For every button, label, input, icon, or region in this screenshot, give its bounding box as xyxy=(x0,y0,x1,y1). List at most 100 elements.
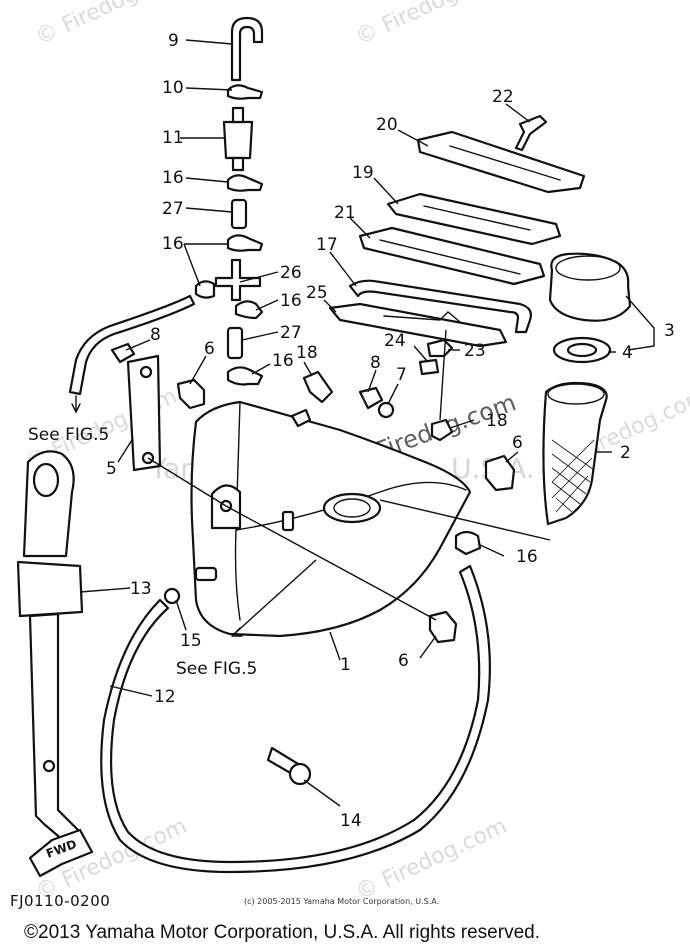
callout-4: 4 xyxy=(622,343,633,363)
arrow-see-fig-lower xyxy=(231,627,243,637)
callout-10: 10 xyxy=(162,78,184,98)
tie-bracket-tank xyxy=(147,457,227,507)
footer: FJ0110-0200 (c) 2005-2015 Yamaha Motor C… xyxy=(10,892,540,943)
leader-25 xyxy=(323,299,337,313)
leader-6c xyxy=(419,635,437,659)
callout-8b: 8 xyxy=(370,353,381,373)
grommet-24 xyxy=(418,358,440,376)
callout-3: 3 xyxy=(664,321,675,341)
callout-7: 7 xyxy=(396,365,407,385)
callout-1: 1 xyxy=(340,655,351,675)
callout-26: 26 xyxy=(280,263,302,283)
leader-16a xyxy=(185,177,229,183)
callout-25: 25 xyxy=(306,283,328,303)
leader-14 xyxy=(303,779,341,807)
tie-cover-tank xyxy=(439,329,447,421)
filter-11 xyxy=(222,120,254,160)
callout-12: 12 xyxy=(154,687,176,707)
cap-3 xyxy=(548,252,632,322)
clip-16-mid xyxy=(226,234,264,252)
tank-filler-inner xyxy=(333,498,371,518)
small-fittings xyxy=(290,370,516,644)
filler-assembly xyxy=(542,252,632,526)
see-fig-lower: See FIG.5 xyxy=(176,659,257,679)
watermark-site-2: © Firedog.com xyxy=(352,0,511,50)
bolt-6-left xyxy=(176,378,206,410)
callout-21: 21 xyxy=(334,203,356,223)
clamp-14-loop xyxy=(288,762,312,786)
filler-2-rim xyxy=(547,383,605,405)
hose-27-upper xyxy=(230,198,248,230)
clip-16-upper xyxy=(226,174,264,192)
tie-filler xyxy=(379,499,551,541)
washer-8-right xyxy=(358,386,384,410)
tie-see-fig-lower xyxy=(231,559,317,637)
leader-21 xyxy=(349,217,371,239)
leader-8 xyxy=(125,339,151,351)
callout-24: 24 xyxy=(384,331,406,351)
bracket-25-detail xyxy=(383,311,461,323)
leader-10 xyxy=(185,87,233,91)
leader-16e xyxy=(477,543,505,557)
leader-16b xyxy=(183,243,228,287)
callout-6a: 6 xyxy=(204,339,215,359)
fwd-arrow-shape xyxy=(28,828,94,878)
callout-6c: 6 xyxy=(398,651,409,671)
filter-11-bottom xyxy=(231,156,245,172)
leader-13 xyxy=(79,587,131,593)
cap-3-top xyxy=(555,255,621,281)
watermark-site-5: © Firedog.com xyxy=(352,814,511,906)
leader-3 xyxy=(625,295,655,351)
fuel-hose-12 xyxy=(100,564,491,874)
callout-13: 13 xyxy=(130,579,152,599)
footer-credit: (c) 2005-2015 Yamaha Motor Corporation, … xyxy=(244,897,439,906)
vent-hose xyxy=(68,294,196,396)
leader-26 xyxy=(239,271,279,283)
leader-27a xyxy=(185,207,233,213)
callout-16c: 16 xyxy=(280,291,302,311)
callout-16e: 16 xyxy=(516,547,538,567)
footer-copyright: ©2013 Yamaha Motor Corporation, U.S.A. A… xyxy=(24,922,540,943)
callout-27b: 27 xyxy=(280,323,302,343)
screw-22 xyxy=(514,114,548,152)
clip-18-right xyxy=(430,418,454,442)
leader-20 xyxy=(397,129,429,147)
washer-7 xyxy=(377,401,395,419)
leader-16d xyxy=(251,363,271,375)
callout-23: 23 xyxy=(464,341,486,361)
leader-7 xyxy=(387,383,399,405)
upper-hose-assembly xyxy=(68,16,264,414)
callout-20: 20 xyxy=(376,115,398,135)
strap-17 xyxy=(348,279,532,334)
bracket-13-hole xyxy=(32,462,60,498)
bracket-13-clamp xyxy=(16,560,84,618)
hose-12 xyxy=(100,564,491,874)
filter-11-top xyxy=(231,106,245,124)
diagram-code: FJ0110-0200 xyxy=(10,892,110,910)
arrow-see-fig-upper xyxy=(71,395,81,414)
leader-6a xyxy=(189,355,207,385)
leader-17 xyxy=(329,251,357,287)
leader-12 xyxy=(109,685,153,697)
leader-24 xyxy=(413,345,429,363)
leader-22 xyxy=(505,103,531,123)
callout-16a: 16 xyxy=(162,168,184,188)
fwd-arrow: FWD xyxy=(28,828,94,878)
leader-5 xyxy=(117,439,133,463)
leader-18b xyxy=(449,419,475,429)
leader-27b xyxy=(241,331,279,341)
bracket-5-hole-top xyxy=(139,365,153,379)
filler-2-mesh xyxy=(551,439,595,513)
joint-26 xyxy=(214,258,262,302)
callout-18b: 18 xyxy=(486,411,508,431)
leader-lines xyxy=(79,39,655,807)
callout-22: 22 xyxy=(492,87,514,107)
nut-23 xyxy=(426,338,454,358)
fitting-18-left xyxy=(302,370,334,404)
see-fig-upper: See FIG.5 xyxy=(28,425,109,445)
filler-2 xyxy=(542,381,608,526)
plate-19-slot xyxy=(423,205,531,231)
hose-27-lower xyxy=(226,326,244,360)
leader-9 xyxy=(185,39,233,45)
watermark-site-1: © Firedog.com xyxy=(32,0,191,50)
